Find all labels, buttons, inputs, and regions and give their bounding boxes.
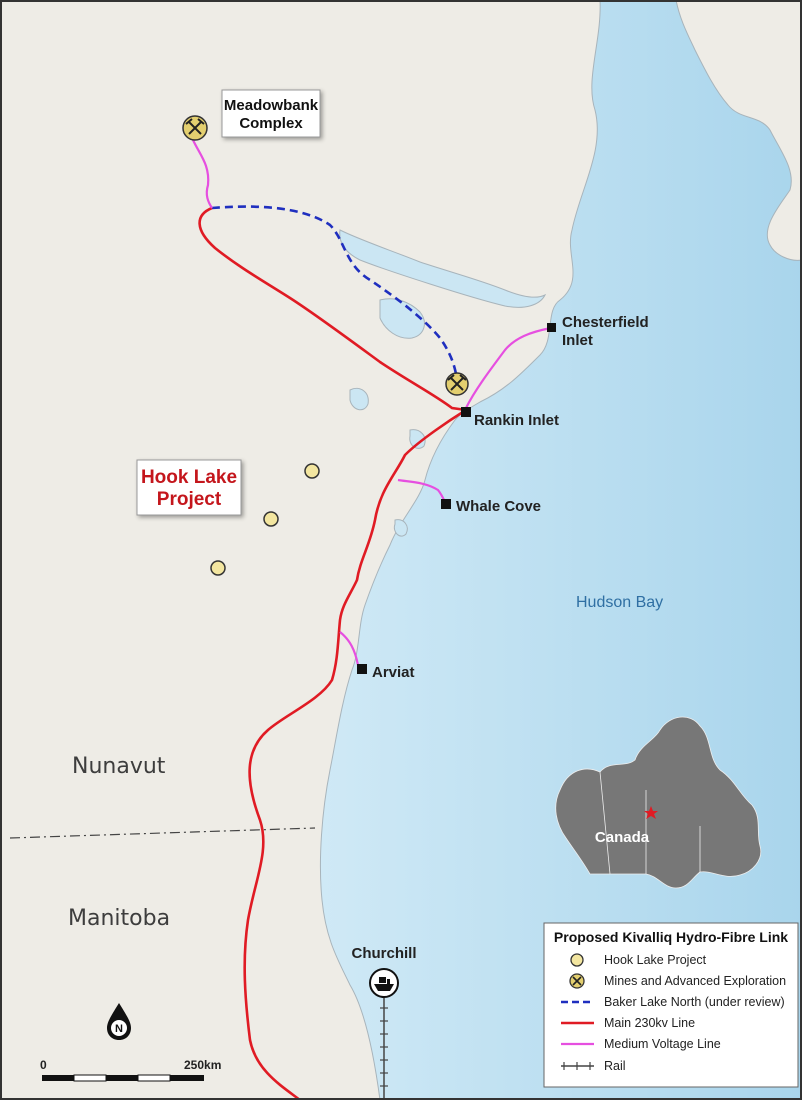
legend-item-main-line: Main 230kv Line xyxy=(604,1016,695,1030)
chesterfield-inlet-marker[interactable] xyxy=(547,323,556,332)
canada-inset: Canada xyxy=(555,716,762,889)
chesterfield-inlet-water xyxy=(339,229,547,308)
medium-voltage-chesterfield xyxy=(465,326,552,409)
arviat-marker[interactable] xyxy=(357,664,367,674)
meadowbank-label-line2: Complex xyxy=(239,115,303,132)
canada-inset-star xyxy=(644,806,658,819)
scale-bar: 0 250km xyxy=(40,1058,221,1082)
medium-voltage-meadowbank xyxy=(192,139,213,209)
small-lake-3 xyxy=(393,519,408,537)
hook-lake-label-line2: Project xyxy=(157,489,222,510)
chesterfield-label-line1: Chesterfield xyxy=(562,314,649,331)
eastern-land xyxy=(675,0,802,261)
legend-item-hook-lake: Hook Lake Project xyxy=(604,953,707,967)
nunavut-manitoba-border xyxy=(9,827,316,839)
legend-item-rail: Rail xyxy=(604,1059,626,1073)
manitoba-label: Manitoba xyxy=(68,906,170,931)
scale-start-label: 0 xyxy=(40,1058,47,1072)
north-arrow-icon: N xyxy=(107,1003,131,1040)
mine-marker-meadowbank[interactable] xyxy=(182,115,208,141)
rankin-inlet-marker[interactable] xyxy=(461,407,471,417)
rankin-inlet-label: Rankin Inlet xyxy=(474,412,559,429)
north-arrow-label: N xyxy=(115,1023,123,1035)
whale-cove-marker[interactable] xyxy=(441,499,451,509)
baker-lake-water xyxy=(379,298,425,339)
meadowbank-callout: Meadowbank Complex xyxy=(221,89,321,138)
chesterfield-label-line2: Inlet xyxy=(562,332,593,349)
legend: Proposed Kivalliq Hydro-Fibre Link Hook … xyxy=(543,922,799,1088)
small-lake-1 xyxy=(349,387,369,411)
meadowbank-label-line1: Meadowbank xyxy=(224,97,319,114)
whale-cove-label: Whale Cove xyxy=(456,498,541,515)
canada-label: Canada xyxy=(595,829,650,846)
hook-lake-marker[interactable] xyxy=(304,463,320,479)
small-lake-2 xyxy=(409,429,426,449)
baker-lake-north-line xyxy=(211,205,459,381)
legend-hook-lake-icon xyxy=(570,953,584,967)
hook-lake-label-line1: Hook Lake xyxy=(141,467,237,488)
legend-title: Proposed Kivalliq Hydro-Fibre Link xyxy=(554,929,788,945)
arviat-label: Arviat xyxy=(372,664,415,681)
legend-rail-icon xyxy=(561,1062,594,1070)
churchill-label: Churchill xyxy=(351,945,416,962)
hudson-bay-label: Hudson Bay xyxy=(576,594,663,611)
legend-item-mines: Mines and Advanced Exploration xyxy=(604,974,786,988)
medium-voltage-arviat xyxy=(339,631,360,666)
legend-item-medium-line: Medium Voltage Line xyxy=(604,1037,721,1051)
legend-item-baker-lake: Baker Lake North (under review) xyxy=(604,995,785,1009)
hook-lake-callout: Hook Lake Project xyxy=(136,459,242,516)
scale-end-label: 250km xyxy=(184,1058,221,1072)
main-230kv-line xyxy=(198,206,470,1100)
mine-marker-meliadine[interactable] xyxy=(445,372,469,396)
rail-line xyxy=(380,985,388,1100)
hook-lake-marker[interactable] xyxy=(210,560,226,576)
hook-lake-marker[interactable] xyxy=(263,511,279,527)
legend-mine-icon xyxy=(569,973,585,989)
nunavut-label: Nunavut xyxy=(72,754,166,779)
churchill-port-icon[interactable] xyxy=(369,968,399,998)
